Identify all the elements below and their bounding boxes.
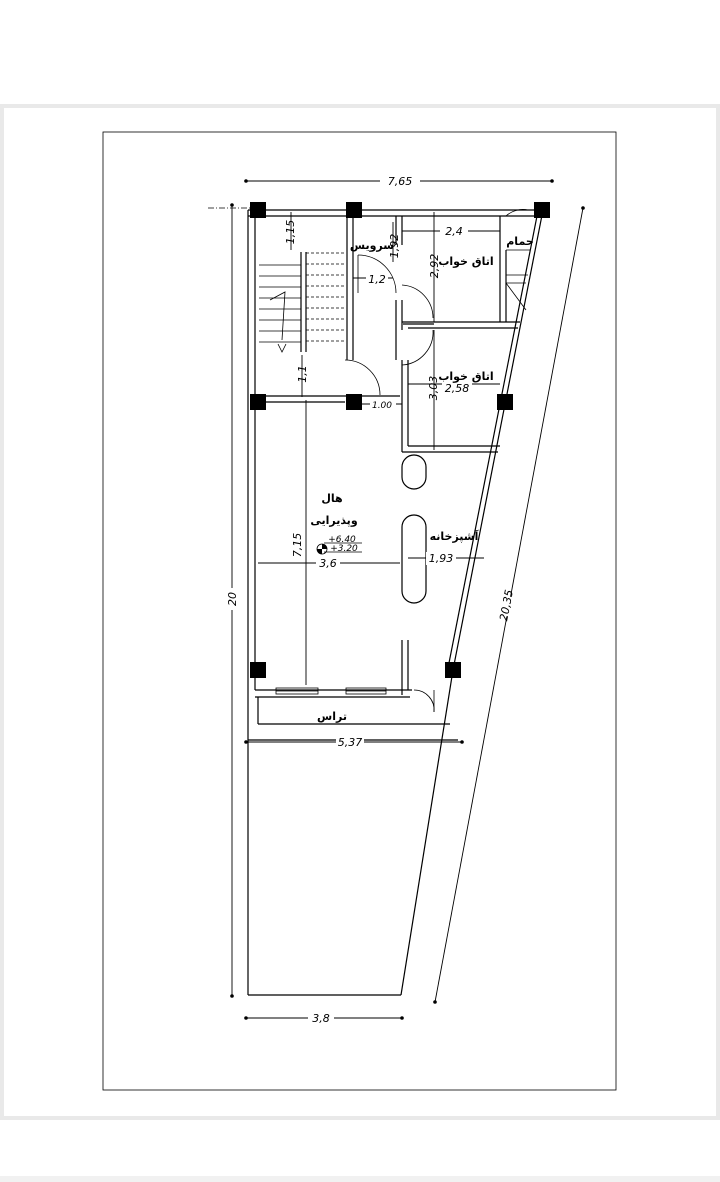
- drawing-frame: [102, 131, 617, 1091]
- dim-hall-depth: 7,15: [291, 533, 304, 558]
- room-terrace: تراس: [317, 710, 347, 723]
- columns: [250, 202, 550, 678]
- dim-terrace-width: 5,37: [338, 736, 363, 749]
- dim-stair-bottom: 1,1: [296, 365, 309, 383]
- drawing-sheet: [4, 108, 716, 1116]
- room-hall: هال: [321, 492, 342, 505]
- dim-bedroom1-width: 2,4: [445, 225, 463, 238]
- dim-hall-width: 3,6: [319, 557, 337, 570]
- dim-landing: 1,2: [368, 273, 386, 286]
- dim-wc-depth: 1,92: [388, 234, 401, 259]
- room-wc: سرویس: [350, 239, 394, 252]
- dim-bedroom2-width: 2,58: [445, 382, 470, 395]
- room-bedroom-1: اتاق خواب: [438, 255, 493, 268]
- level-marker: [316, 542, 362, 555]
- dim-diagonal: 20,35: [497, 589, 516, 622]
- room-kitchen: آشپزخانه: [430, 529, 479, 543]
- dim-bedroom2-depth: 3,03: [427, 376, 440, 401]
- level-lower: +3.20: [330, 544, 358, 554]
- dim-stair-top: 1,15: [284, 220, 297, 245]
- bottom-bar: [0, 1176, 720, 1182]
- dim-yard-width: 3,8: [312, 1012, 330, 1025]
- room-reception: وپذیرایی: [310, 514, 357, 527]
- room-bathroom: حمام: [506, 235, 534, 248]
- level-upper: +6.40: [328, 535, 356, 545]
- staircase: [259, 252, 346, 353]
- dim-total-height: 20: [226, 592, 239, 606]
- dim-kitchen-width: 1,93: [429, 552, 454, 565]
- dim-door-1: 1.00: [372, 401, 392, 411]
- room-bedroom-2: اتاق خواب: [438, 370, 493, 383]
- dim-bedroom1-depth: 2,92: [428, 254, 441, 279]
- dim-top-width: 7,65: [388, 175, 413, 188]
- doors: [344, 209, 529, 713]
- interior-walls: [255, 216, 530, 725]
